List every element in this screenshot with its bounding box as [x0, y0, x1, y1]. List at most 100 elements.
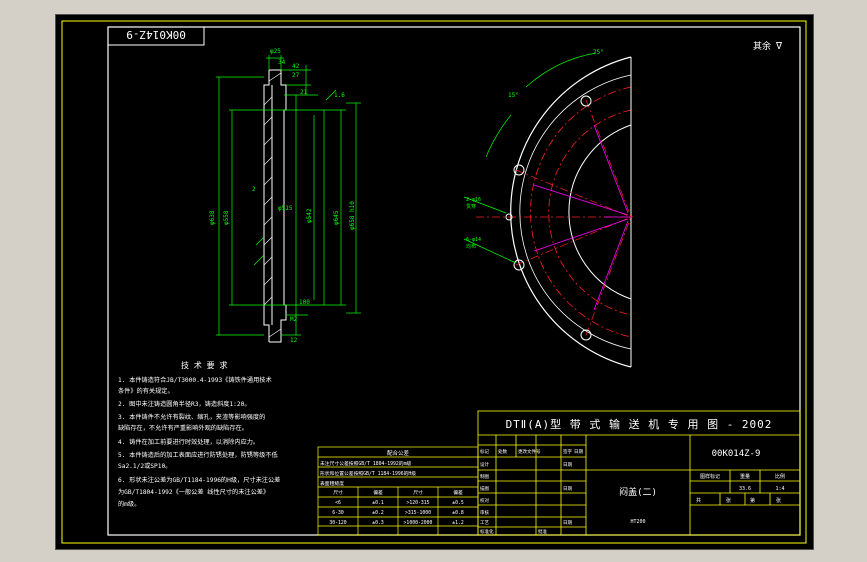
dim-center-a: 2 — [252, 186, 256, 193]
dim-center-d: φ645 — [333, 210, 340, 225]
hole-label-c: 6-φ14 — [466, 237, 481, 243]
bolt-hole — [513, 259, 525, 271]
dim-note-tol: 1.6 — [334, 92, 345, 99]
dim-bottom-b: M2 — [290, 316, 298, 323]
fit-header: 尺寸 — [333, 489, 343, 496]
rev-header: 更改文件号 — [518, 448, 541, 455]
dim-center-e: φ658 h10 — [349, 201, 356, 230]
dim-bottom: 100 — [299, 299, 310, 306]
col-header: 图样标记 — [700, 473, 720, 480]
drawing-number: 00K014Z-9 — [712, 449, 761, 459]
tech-req-line: 5. 本件铸造后的加工表面应进行防锈处理，防锈等级不低 — [118, 451, 278, 459]
fit-row2: 形状和位置公差按照GB/T 1184-1996的H级 — [320, 470, 416, 477]
section-outline-right — [269, 69, 287, 343]
bolt-circle — [530, 86, 632, 338]
angle-left: 15° — [508, 92, 519, 99]
bolt-hole — [580, 95, 592, 107]
weight-value: 33.6 — [739, 486, 751, 492]
hole-label-b: 贯穿 — [466, 203, 476, 210]
tech-req-line: 为GB/T1804-1992《一般公差 线性尺寸的未注公差》 — [118, 488, 269, 496]
sign-row: 描图 — [480, 485, 489, 492]
rev-header: 标记 — [480, 448, 489, 455]
main-title: DTⅡ(A)型 带 式 输 送 机 专 用 图 - 2002 — [506, 417, 773, 431]
roughness-symbol: ∇ — [775, 41, 783, 52]
code-box — [107, 26, 205, 46]
fit-header: 偏差 — [373, 489, 383, 496]
sign-row: 批准 — [538, 528, 547, 535]
sheet-label: 张 — [776, 497, 781, 504]
sign-row: 工艺 — [480, 520, 489, 526]
section-view: φ25 42 27 34 21 1.6 φ638 φ558 2 φ515 φ54… — [209, 48, 361, 344]
rev-header: 签字 — [563, 448, 572, 455]
fit-table: 配合公差 未注尺寸公差按照GB/T 1804-1992的m级 形状和位置公差按照… — [317, 446, 479, 536]
drawing-sheet: 00K014Z-9 其余 ∇ — [61, 20, 807, 544]
dim-center-c: φ542 — [306, 208, 313, 223]
dim-left-outer: φ638 — [209, 210, 216, 225]
tech-req-line: 条件》的有关规定。 — [118, 387, 174, 395]
bolt-hole — [580, 329, 592, 341]
sheet-label: 第 — [750, 497, 755, 504]
title-block: DTⅡ(A)型 带 式 输 送 机 专 用 图 - 2002 00K014Z-9… — [477, 410, 801, 536]
scale-value: 1:4 — [775, 486, 784, 492]
tech-req-line: Sa2.1/2或SP10。 — [118, 462, 171, 470]
fit-row1: 未注尺寸公差按照GB/T 1804-1992的m级 — [320, 460, 411, 467]
cad-viewport[interactable]: 00K014Z-9 其余 ∇ — [55, 14, 814, 550]
col-header: 比例 — [775, 473, 785, 480]
hole-label-a: 2-φ16 — [466, 197, 481, 203]
dim-bottom-c: 12 — [290, 337, 298, 344]
section-outline-left — [263, 70, 270, 342]
dim-right-b: 27 — [292, 72, 300, 79]
fit-cell: ±1.2 — [452, 520, 464, 526]
tech-req-line: 3. 本件铸件不允许有裂纹、缩孔，夹渣等影响强度的 — [118, 413, 265, 421]
fit-cell: 30-120 — [329, 520, 346, 526]
fit-title: 配合公差 — [387, 449, 410, 457]
code-box-text: 00K014Z-9 — [126, 28, 186, 41]
fit-row3: 表面粗糙度 — [320, 480, 344, 487]
dim-top-width: φ25 — [270, 48, 281, 55]
sheet-label: 张 — [726, 497, 731, 504]
fit-cell: >315-1000 — [405, 510, 431, 516]
material: HT200 — [630, 519, 645, 525]
tech-req-line: 2. 图中未注铸造圆角半径R3，铸造斜度1:20。 — [118, 400, 251, 408]
plan-view: 75° 15° 2-φ16 贯穿 6-φ14 均布 — [463, 49, 636, 368]
rev-header: 处数 — [498, 448, 507, 455]
outer-border — [61, 20, 807, 544]
hole-label-d: 均布 — [466, 243, 476, 250]
tech-req-line: 4. 铸件在加工前要进行时效处理，以消除内应力。 — [118, 438, 259, 446]
dim-right-a: 42 — [292, 63, 300, 70]
sign-date: 日期 — [563, 462, 572, 468]
sign-row: 制图 — [480, 473, 489, 480]
fit-cell: >120-315 — [406, 500, 429, 506]
sign-row: 校对 — [480, 497, 489, 504]
fit-cell: <6 — [335, 500, 341, 506]
sign-row: 标准化 — [480, 528, 494, 535]
bolt-hole — [513, 164, 525, 176]
sign-date: 日期 — [563, 486, 572, 492]
roughness-note: 其余 — [753, 40, 771, 52]
small-hole — [505, 213, 513, 221]
fit-cell: ±0.1 — [372, 500, 384, 506]
tech-req-line: 6. 形状未注公差为GB/T1184-1996的H级，尺寸未注公差 — [118, 476, 280, 484]
tech-req-line: 1. 本件铸造符合JB/T3000.4-1993《铸铁件通用技术 — [118, 376, 272, 384]
fit-cell: ±0.3 — [372, 520, 384, 526]
fit-header: 偏差 — [453, 489, 463, 496]
fit-cell: >1000-2000 — [404, 520, 433, 526]
fit-cell: ±0.2 — [372, 510, 384, 516]
tech-req-line: 缺陷存在，不允许有严重影响外观的缺陷存在。 — [118, 424, 248, 432]
fit-cell: ±0.8 — [452, 510, 464, 516]
part-name: 闷盖(二) — [619, 486, 657, 498]
dim-center-b: φ515 — [278, 205, 293, 212]
dim-left-inner: φ558 — [223, 210, 230, 225]
rev-header: 日期 — [574, 449, 583, 455]
dim-right-d: 21 — [300, 89, 308, 96]
sign-row: 审核 — [480, 509, 489, 516]
angle-top: 75° — [593, 49, 604, 56]
sheet-label: 共 — [696, 497, 701, 504]
tech-requirements: 技 术 要 求 1. 本件铸造符合JB/T3000.4-1993《铸铁件通用技术… — [118, 360, 280, 508]
sign-date: 日期 — [563, 520, 572, 526]
tech-req-line: 的m级。 — [118, 500, 140, 508]
sign-row: 设计 — [480, 461, 489, 468]
fit-cell: 6-30 — [332, 510, 344, 516]
col-header: 重量 — [740, 473, 750, 480]
fit-cell: ±0.5 — [452, 500, 464, 506]
